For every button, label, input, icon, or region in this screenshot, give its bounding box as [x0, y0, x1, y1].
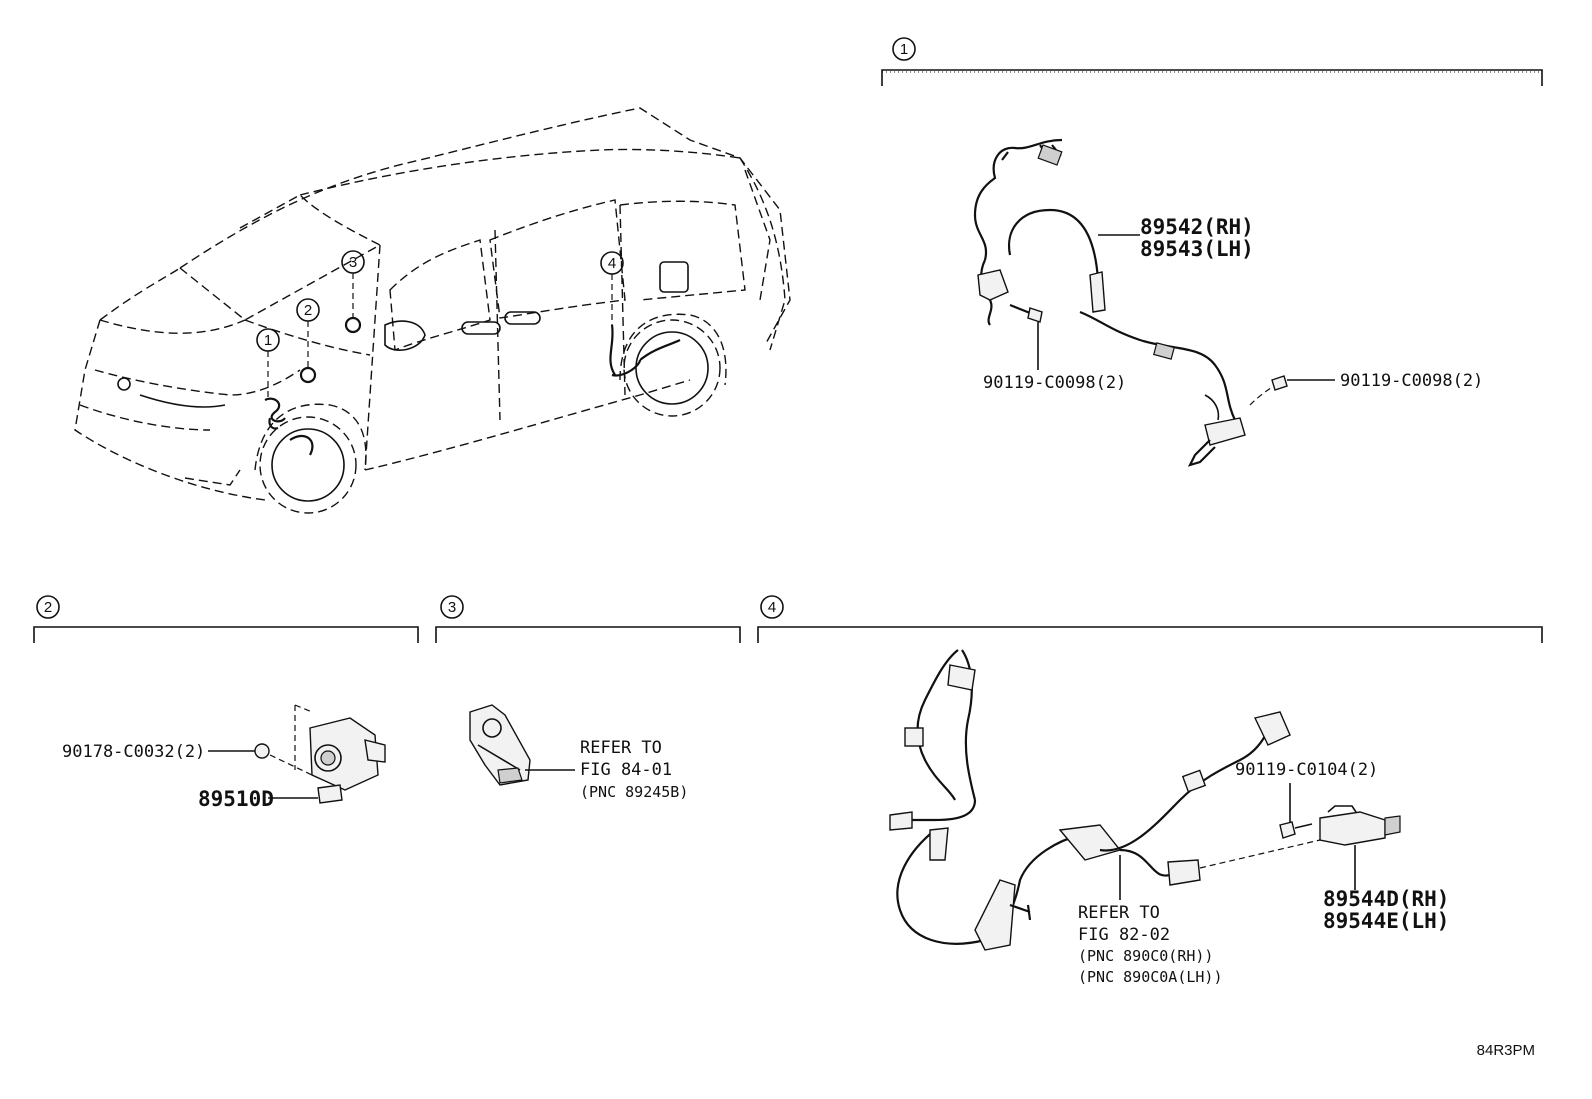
s4-refer-pnc-rh-text: (PNC 890C0(RH)) [1078, 947, 1213, 965]
svg-text:3: 3 [349, 254, 357, 271]
bolt-rear-icon [1279, 783, 1313, 839]
rear-speed-sensor-drawing [1319, 805, 1401, 846]
part-90119-c0104-label: 90119-C0104(2) [1235, 760, 1378, 780]
part-89542-label: 89542(RH) [1140, 215, 1254, 239]
s4-refer-fig-text: FIG 82-02 [1078, 925, 1170, 945]
diagram-code: 84R3PM [1477, 1042, 1535, 1059]
section-2: 2 90178-C0032(2) 89510D [33, 595, 419, 811]
s4-refer-pnc-lh-text: (PNC 890C0A(LH)) [1078, 968, 1223, 986]
part-90119-c0098-left-label: 90119-C0098(2) [983, 373, 1126, 393]
part-90119-c0098-right-label: 90119-C0098(2) [1340, 371, 1483, 391]
part-89544d-label: 89544D(RH) [1323, 887, 1449, 911]
section-4-number: 4 [768, 599, 776, 616]
part-89544e-label: 89544E(LH) [1323, 909, 1449, 933]
front-speed-sensor-drawing [973, 138, 1246, 467]
section-4: 4 [757, 595, 1543, 986]
svg-text:2: 2 [304, 302, 312, 319]
vehicle-callout-1: 1 [256, 328, 280, 400]
bolt-right-icon [1249, 375, 1335, 406]
vehicle-callout-2: 2 [296, 298, 320, 368]
vehicle-callout-4: 4 [600, 251, 624, 325]
s4-refer-to-text: REFER TO [1078, 903, 1160, 923]
vehicle-callout-3: 3 [341, 250, 365, 318]
section-3: 3 REFER TO FIG 84-01 (PNC 89245B) [435, 595, 741, 801]
section-1: 1 89542(RH) [881, 37, 1543, 467]
bolt-left-icon [1009, 303, 1043, 370]
part-89543-label: 89543(LH) [1140, 237, 1254, 261]
section-2-number: 2 [44, 599, 52, 616]
vehicle-illustration: 1 2 3 4 [74, 107, 791, 514]
rear-harness-drawing [889, 649, 1291, 951]
s3-refer-pnc-text: (PNC 89245B) [580, 783, 688, 801]
yaw-rate-sensor-drawing [254, 704, 386, 804]
part-89510d-label: 89510D [198, 787, 274, 811]
s3-refer-fig-text: FIG 84-01 [580, 760, 672, 780]
s3-refer-to-text: REFER TO [580, 738, 662, 758]
steering-sensor-drawing [469, 704, 531, 786]
section-1-number: 1 [900, 41, 908, 58]
svg-text:4: 4 [608, 255, 616, 272]
svg-text:1: 1 [264, 332, 272, 349]
part-90178-c0032-label: 90178-C0032(2) [62, 742, 205, 762]
section-3-number: 3 [448, 599, 456, 616]
